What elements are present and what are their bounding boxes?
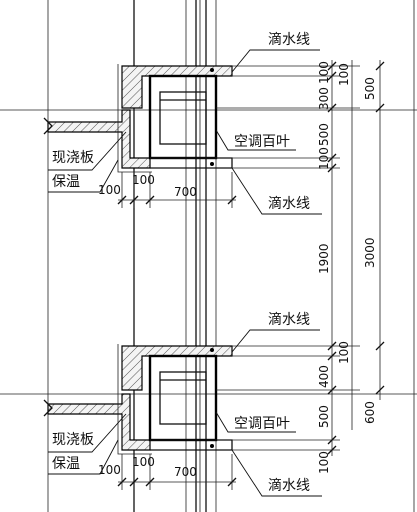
dim-100-v5: 100 <box>317 451 331 474</box>
vertical-dimensions <box>216 60 385 456</box>
ac-louver-label-1: 空调百叶 <box>234 134 290 150</box>
upper-louver-box <box>159 91 207 145</box>
drip-line-label-4: 滴水线 <box>268 477 310 494</box>
upper-ac-platform <box>43 64 233 173</box>
dim-3000-v: 3000 <box>363 237 377 268</box>
dim-100-v3: 100 <box>317 147 331 170</box>
drip-line-label-1: 滴水线 <box>268 31 310 48</box>
cast-slab-label-1: 现浇板 <box>52 150 94 166</box>
dim-300-v1: 300 <box>317 87 331 110</box>
cast-slab-label-2: 现浇板 <box>52 432 94 448</box>
insulation-label-2: 保温 <box>52 456 80 472</box>
drip-line-label-2: 滴水线 <box>268 195 310 212</box>
dim-500-v1: 500 <box>363 77 377 100</box>
dim-500-v3: 500 <box>317 405 331 428</box>
dim-100-v4: 100 <box>337 341 351 364</box>
dim-600-v: 600 <box>363 401 377 424</box>
dim-500-v2: 500 <box>317 123 331 146</box>
dim-100-h1: 100 <box>98 183 121 197</box>
drip-line-label-3: 滴水线 <box>268 311 310 328</box>
leader-lines <box>48 49 322 497</box>
ac-louver-label-2: 空调百叶 <box>234 416 290 432</box>
lower-louver-box <box>159 371 207 425</box>
dim-700-h2: 700 <box>174 465 197 479</box>
dim-1900-v: 1900 <box>317 243 331 274</box>
dim-100-h3: 100 <box>98 463 121 477</box>
dim-400-v: 400 <box>317 365 331 388</box>
dim-100-h2: 100 <box>132 173 155 187</box>
dim-100-v1: 100 <box>317 61 331 84</box>
insulation-label-1: 保温 <box>52 174 80 190</box>
dim-100-v2: 100 <box>337 63 351 86</box>
dim-100-h4: 100 <box>132 455 155 469</box>
horizontal-dimensions <box>117 172 237 490</box>
dim-700-h1: 700 <box>174 185 197 199</box>
